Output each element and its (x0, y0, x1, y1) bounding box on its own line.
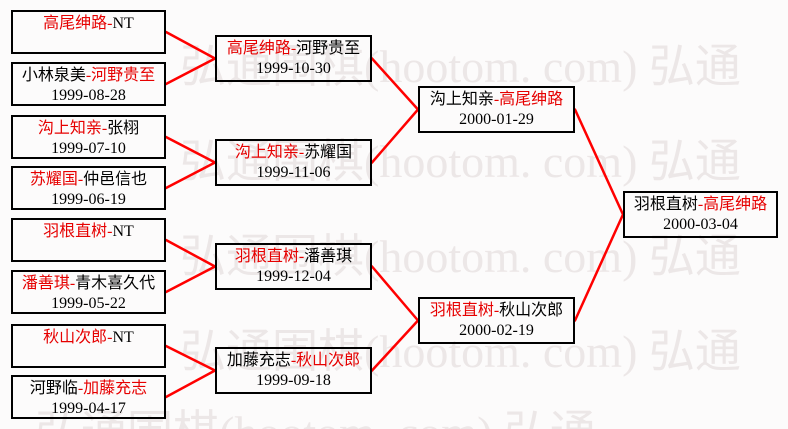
match-date: 2000-03-04 (663, 216, 738, 233)
winner-name: 高尾绅路- (226, 40, 297, 57)
match-players: 加藤充志-秋山次郎 (217, 351, 370, 371)
match-players: 河野临-加藤充志 (13, 379, 164, 399)
match-date (13, 242, 164, 262)
match-players: 小林泉美-河野贵至 (13, 66, 164, 86)
watermark-text: 弘通围棋(hootom. com) 弘通 (180, 231, 741, 282)
player-name: 仲邑信也 (83, 171, 148, 188)
player-name: 青木喜久代 (75, 275, 156, 292)
match-box: 羽根直树-NT (11, 218, 166, 262)
match-players: 高尾绅路-NT (13, 14, 164, 34)
match-date: 1999-05-22 (51, 295, 126, 312)
bracket-connector-line (164, 265, 217, 294)
player-name: 沟上知亲 (429, 91, 494, 108)
match-date: 2000-02-19 (459, 322, 534, 339)
match-date: 1999-04-17 (51, 400, 126, 417)
match-players: 羽根直树-NT (13, 222, 164, 242)
watermark-text: 弘通围棋(hootom. com) 弘通 (35, 396, 596, 429)
bracket-connector-line (370, 57, 420, 111)
match-date (13, 34, 164, 54)
winner-name: 沟上知亲- (234, 144, 305, 161)
player-name: 羽根直树 (633, 196, 698, 213)
bracket-connector-line (164, 161, 217, 190)
bracket-connector-line (370, 265, 420, 322)
winner-name: 高尾绅路- (43, 15, 113, 32)
winner-name: 羽根直树- (43, 223, 113, 240)
match-date: 1999-09-18 (256, 372, 331, 389)
watermark-text: 弘通围棋(hootom. com) 弘通 (180, 136, 741, 187)
winner-name: -河野贵至 (85, 67, 156, 84)
bracket-connector-line (573, 108, 625, 216)
winner-name: 秋山次郎- (43, 329, 113, 346)
match-players: 沟上知亲-苏耀国 (217, 143, 370, 163)
match-date: 1999-06-19 (51, 191, 126, 208)
player-name: 河野临 (29, 380, 78, 397)
match-players: 沟上知亲-高尾绅路 (420, 90, 573, 110)
winner-name: 苏耀国- (29, 171, 84, 188)
winner-name: 沟上知亲- (37, 120, 108, 137)
player-name: 苏耀国 (304, 144, 353, 161)
winner-name: -秋山次郎 (290, 352, 361, 369)
winner-name: -高尾绅路 (493, 91, 564, 108)
match-date (13, 348, 164, 368)
match-players: 羽根直树-秋山次郎 (420, 301, 573, 321)
player-name: 小林泉美 (21, 67, 86, 84)
match-box: 高尾绅路-NT (11, 10, 166, 54)
player-name: NT (112, 329, 134, 346)
match-players: 羽根直树-高尾绅路 (625, 195, 776, 215)
match-players: 沟上知亲-张栩 (13, 119, 164, 139)
match-date: 1999-11-06 (256, 164, 331, 181)
match-box: 秋山次郎-NT (11, 324, 166, 368)
match-date: 1999-07-10 (51, 140, 126, 157)
player-name: 秋山次郎 (499, 302, 564, 319)
match-players: 苏耀国-仲邑信也 (13, 170, 164, 190)
bracket-connector-line (370, 319, 420, 372)
bracket-connector-line (164, 344, 217, 372)
winner-name: 羽根直树- (429, 302, 500, 319)
match-players: 羽根直树-潘善琪 (217, 247, 370, 267)
player-name: NT (112, 223, 134, 240)
match-players: 潘善琪-青木喜久代 (13, 274, 164, 294)
player-name: 加藤充志 (226, 352, 291, 369)
watermark-text: 弘通围棋(hootom. com) 弘通 (180, 41, 741, 92)
bracket-connector-line (164, 238, 217, 268)
bracket-connector-line (164, 135, 217, 164)
watermark-text: 弘通围棋(hootom. com) 弘通 (180, 326, 741, 377)
winner-name: -加藤充志 (77, 380, 148, 397)
match-date: 1999-12-04 (256, 268, 331, 285)
match-players: 高尾绅路-河野贵至 (217, 39, 370, 59)
bracket-connector-line (164, 369, 217, 399)
player-name: 河野贵至 (296, 40, 361, 57)
winner-name: -高尾绅路 (697, 196, 768, 213)
player-name: 张栩 (107, 120, 140, 137)
bracket-connector-line (164, 57, 217, 86)
bracket-connector-line (573, 213, 625, 322)
player-name: 潘善琪 (304, 248, 353, 265)
winner-name: 潘善琪- (21, 275, 76, 292)
match-date: 2000-01-29 (459, 111, 534, 128)
winner-name: 羽根直树- (234, 248, 305, 265)
bracket-connector-line (164, 30, 217, 60)
player-name: NT (112, 15, 134, 32)
match-date: 1999-08-28 (51, 87, 126, 104)
match-date: 1999-10-30 (256, 60, 331, 77)
bracket-connector-line (370, 108, 420, 164)
match-players: 秋山次郎-NT (13, 328, 164, 348)
